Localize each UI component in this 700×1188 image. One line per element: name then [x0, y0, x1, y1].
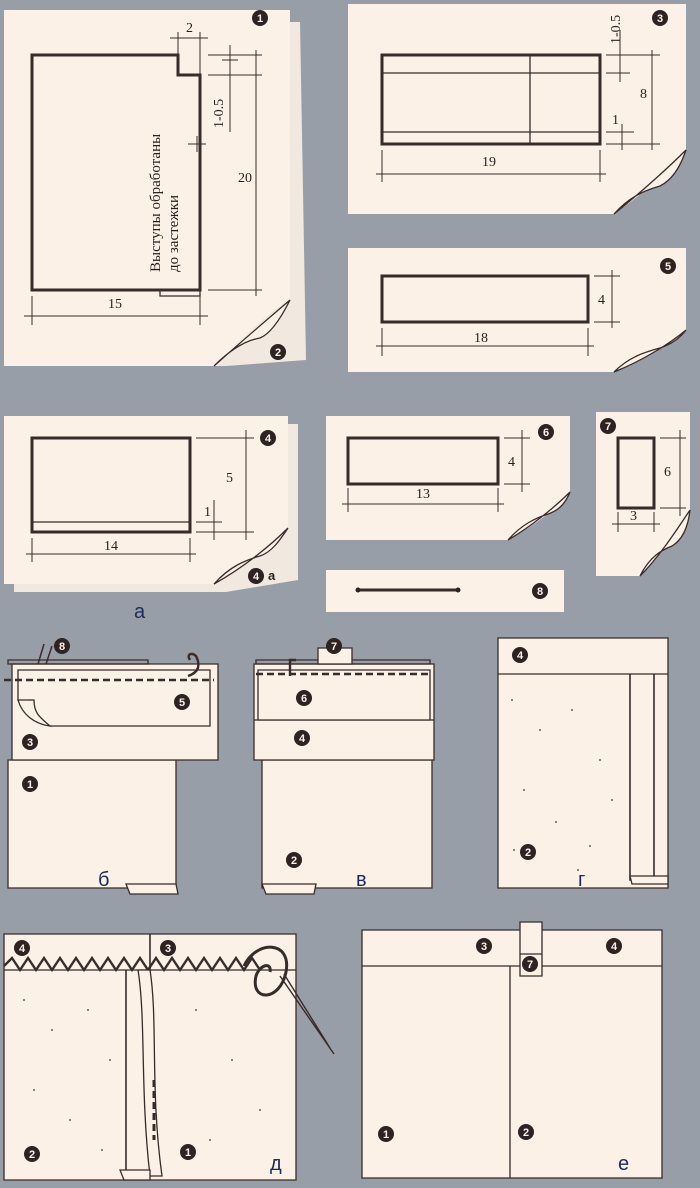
badge-label: 8 — [59, 641, 65, 653]
badge-label: 6 — [301, 693, 307, 705]
dim-width: 3 — [630, 509, 637, 524]
badge-label: 4 — [19, 943, 26, 955]
dim-height: 4 — [598, 293, 605, 308]
badge-label: 2 — [525, 847, 531, 859]
badge-suffix: а — [268, 568, 276, 583]
badge — [252, 10, 268, 26]
badge — [248, 568, 264, 584]
texture-dots — [23, 999, 277, 1161]
note-line-2: до застежки — [166, 195, 182, 272]
panel-label-d: д — [270, 1153, 282, 1175]
assembly-g: 4 2 г — [497, 637, 669, 891]
badge-label: 7 — [605, 421, 611, 433]
dim-height: 6 — [664, 465, 671, 480]
pattern-sheet-4: 5 1 14 4 4 а — [4, 416, 298, 592]
badge-label: 3 — [165, 943, 171, 955]
badge-label: 4 — [253, 571, 260, 583]
badge-label: 8 — [537, 586, 543, 598]
badge — [600, 418, 616, 434]
badge-label: 1 — [257, 13, 263, 25]
badge-label: 4 — [517, 650, 524, 662]
badge-label: 4 — [265, 433, 272, 445]
dim-offset: 1-0.5 — [609, 15, 624, 44]
badge-label: 5 — [179, 697, 185, 709]
dim-width: 13 — [416, 487, 430, 502]
badge-label: 3 — [657, 13, 663, 25]
pattern-sheet-7: 6 3 7 — [596, 412, 691, 577]
badge-label: 2 — [291, 855, 297, 867]
badge-label: 2 — [523, 1127, 529, 1139]
badge — [538, 424, 554, 440]
texture-dots — [511, 699, 613, 871]
dim-tab-width: 2 — [186, 21, 193, 36]
dim-hem: 1 — [612, 113, 619, 128]
assembly-e: 3 7 4 1 2 е — [361, 921, 663, 1179]
pattern-sheet-6: 4 13 6 — [326, 416, 571, 541]
dim-height: 4 — [508, 455, 515, 470]
dim-height: 5 — [226, 471, 233, 486]
dim-height: 8 — [640, 87, 647, 102]
badge — [532, 583, 548, 599]
badge — [660, 258, 676, 274]
dim-width: 14 — [104, 539, 118, 554]
pattern-sheet-8: 8 — [326, 570, 564, 612]
panel-label-e: е — [618, 1153, 629, 1175]
dim-offset: 1-0.5 — [212, 99, 227, 128]
badge-label: 1 — [383, 1129, 389, 1141]
dim-width: 15 — [108, 297, 122, 312]
badge-label: 1 — [27, 779, 33, 791]
dim-hem: 1 — [204, 505, 211, 520]
badge-label: 5 — [665, 261, 671, 273]
assembly-v: 7 6 4 2 в — [253, 638, 435, 895]
badge-label: 2 — [275, 347, 281, 359]
badge-label: 3 — [481, 941, 487, 953]
assembly-d: 4 3 2 1 д — [3, 933, 335, 1181]
badge-label: 2 — [29, 1149, 35, 1161]
panel-label-b: б — [98, 869, 109, 891]
badge-label: 4 — [299, 733, 306, 745]
pattern-sheet-5: 4 18 5 — [348, 248, 687, 373]
badge-label: 7 — [527, 959, 533, 971]
panel-label-a: а — [134, 601, 146, 623]
badge-label: 7 — [331, 641, 337, 653]
badge — [270, 344, 286, 360]
badge-label: 4 — [611, 941, 618, 953]
pattern-sheet-1-2: 2 1-0.5 20 15 Выступы обработаны до заст… — [4, 10, 306, 367]
pattern-sheet-3: 1-0.5 8 1 19 3 — [348, 4, 687, 215]
badge-label: 1 — [185, 1147, 191, 1159]
panel-label-v: в — [356, 869, 367, 891]
panel-label-g: г — [578, 869, 585, 891]
dim-width: 18 — [474, 331, 488, 346]
assembly-b: 8 5 3 1 б — [4, 638, 219, 895]
note-line-1: Выступы обработаны — [148, 134, 164, 272]
badge-label: 3 — [27, 737, 33, 749]
badge — [260, 430, 276, 446]
badge — [652, 10, 668, 26]
badge-label: 6 — [543, 427, 549, 439]
dim-height: 20 — [238, 171, 252, 186]
dim-width: 19 — [482, 155, 496, 170]
